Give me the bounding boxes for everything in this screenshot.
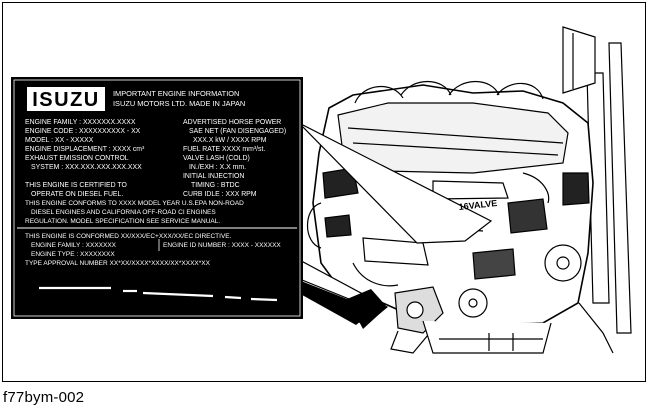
label-cert-line: DIESEL ENGINES AND CALIFORNIA OFF-ROAD C…	[31, 209, 216, 216]
label-right-line: VALVE LASH (COLD)	[183, 155, 250, 162]
label-left-line: ENGINE CODE : XXXXXXXXXX - XX	[25, 128, 141, 135]
label-right-line: FUEL RATE XXXX mm³/st.	[183, 146, 265, 153]
emission-label: ISUZU IMPORTANT ENGINE INFORMATION ISUZU…	[11, 77, 303, 319]
label-header-2: ISUZU MOTORS LTD. MADE IN JAPAN	[113, 99, 245, 108]
label-left-line: SYSTEM : XXX.XXX.XXX.XXX.XXX	[31, 164, 142, 171]
label-header-1: IMPORTANT ENGINE INFORMATION	[113, 89, 239, 98]
label-left-line: MODEL : XX - XXXXX	[25, 137, 94, 144]
label-left-line: ENGINE DISPLACEMENT : XXXX cm³	[25, 146, 145, 153]
label-right-line: XXX.X kW / XXXX RPM	[193, 137, 267, 144]
label-right-line: IN./EXH : X.X mm.	[189, 164, 246, 171]
brand-logo-text: ISUZU	[32, 89, 100, 111]
label-eec-line: TYPE APPROVAL NUMBER XX*XX/XXXX*XXXX/XX*…	[25, 260, 211, 267]
label-right-column: ADVERTISED HORSE POWER SAE NET (FAN DISE…	[183, 119, 286, 198]
figure-caption: f77bym-002	[3, 389, 85, 406]
label-right-line: CURB IDLE : XXX RPM	[183, 191, 257, 198]
label-cert-line: REGULATION. MODEL SPECIFICATION SEE SERV…	[25, 218, 220, 225]
label-cert-line: THIS ENGINE CONFORMS TO XXXX MODEL YEAR …	[25, 200, 244, 207]
label-right-line: TIMING : BTDC	[191, 182, 240, 189]
label-eec-line: ENGINE TYPE : XXXXXXXX	[31, 251, 115, 258]
isuzu-logo	[27, 87, 105, 111]
label-certification: THIS ENGINE IS CERTIFIED TO OPERATE ON D…	[25, 182, 244, 225]
label-eec-block: THIS ENGINE IS CONFORMED XX/XXX/EC+XXX/X…	[25, 233, 281, 267]
label-right-line: INITIAL INJECTION	[183, 173, 244, 180]
label-left-line: ENGINE FAMILY : XXXXXXX.XXXX	[25, 119, 136, 126]
label-cert-line: OPERATE ON DIESEL FUEL.	[31, 191, 123, 198]
label-left-column: ENGINE FAMILY : XXXXXXX.XXXX ENGINE CODE…	[25, 119, 145, 171]
engine-label-illustration: 16VALVE ISUZU IMPORTANT ENGINE INFORMATI…	[11, 26, 632, 354]
label-barcode-dashes	[39, 286, 278, 302]
engine-cover-text: 16VALVE	[458, 198, 498, 212]
label-eec-line: ENGINE ID NUMBER : XXXX - XXXXXX	[163, 242, 281, 249]
label-eec-line: ENGINE FAMILY : XXXXXXX	[31, 242, 117, 249]
figure-frame: 16VALVE ISUZU IMPORTANT ENGINE INFORMATI…	[2, 2, 646, 382]
label-right-line: SAE NET (FAN DISENGAGED)	[189, 128, 286, 135]
label-left-line: EXHAUST EMISSION CONTROL	[25, 155, 129, 162]
label-eec-line: THIS ENGINE IS CONFORMED XX/XXX/EC+XXX/X…	[25, 233, 232, 240]
label-right-line: ADVERTISED HORSE POWER	[183, 119, 281, 126]
engine-plate-location	[298, 122, 493, 244]
label-cert-line: THIS ENGINE IS CERTIFIED TO	[25, 182, 127, 189]
